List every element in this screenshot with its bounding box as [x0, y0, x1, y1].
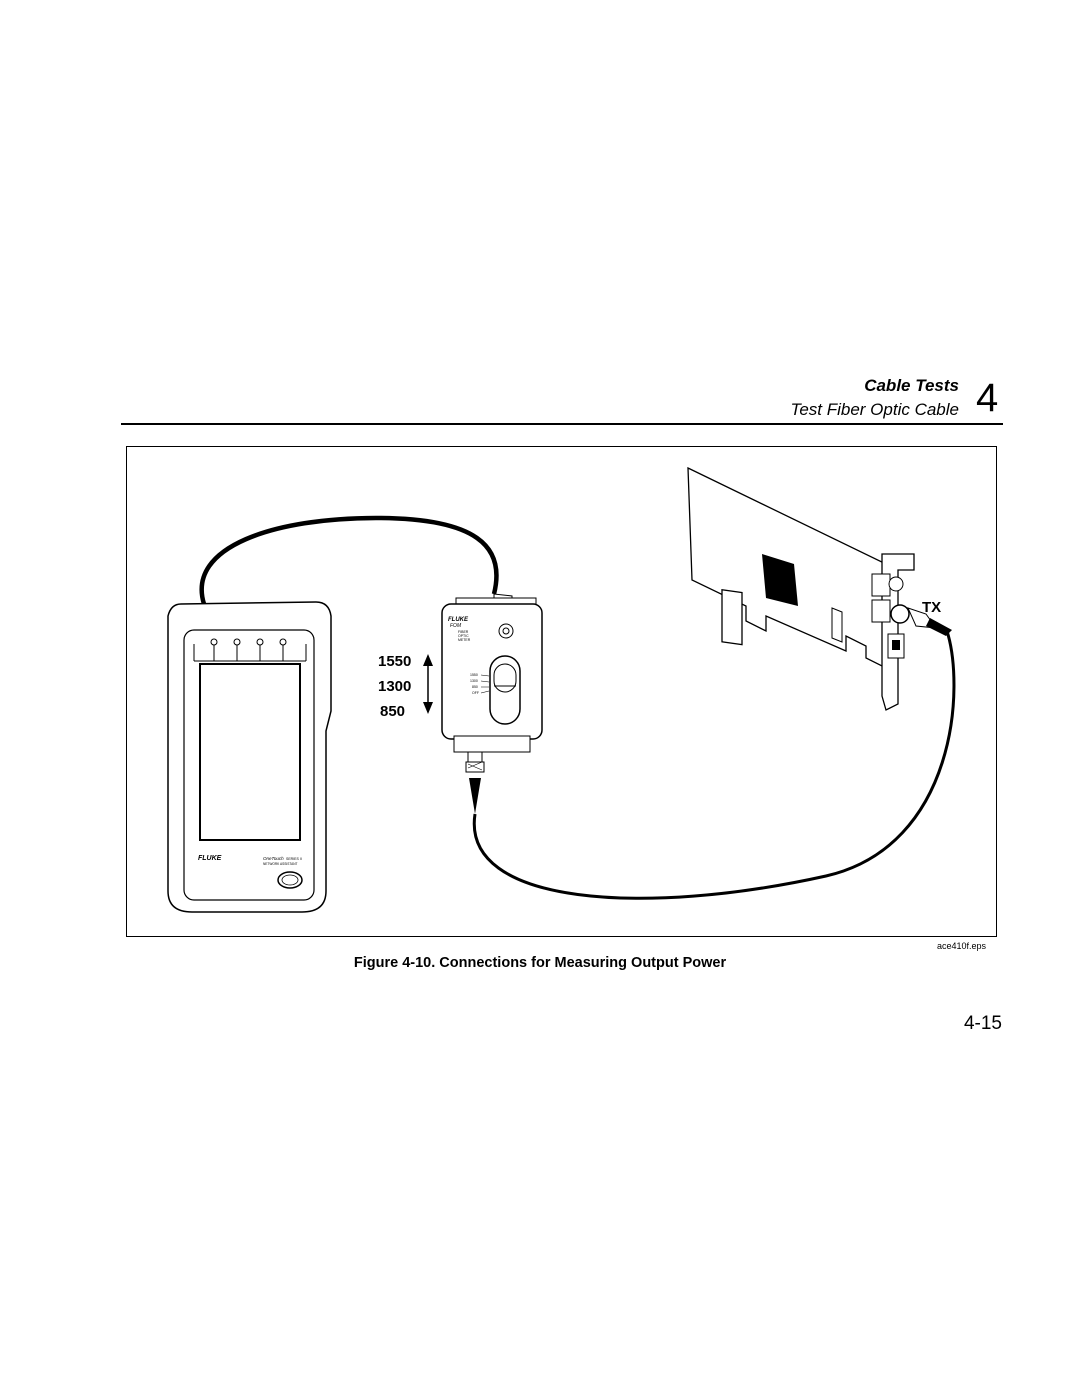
chapter-number: 4	[976, 376, 999, 420]
connector-ports-row	[194, 638, 306, 662]
analyzer-screen	[199, 663, 301, 841]
wavelength-label: 1300	[378, 678, 411, 695]
header-rule	[121, 423, 1003, 425]
fiber-cable	[472, 627, 956, 900]
figure-frame	[126, 446, 997, 937]
meter-desc-label: FIBER	[458, 630, 469, 634]
meter-model-label: FOM	[450, 623, 462, 629]
network-interface-card	[687, 466, 952, 711]
analyzer-desc-label: NETWORK ASSISTANT	[263, 862, 298, 866]
arrow-up-icon	[423, 654, 433, 666]
meter-desc-label: METER	[458, 638, 471, 642]
section-subtitle: Test Fiber Optic Cable	[790, 400, 960, 419]
meter-selector-switch	[493, 663, 517, 693]
tx-port	[890, 604, 910, 624]
switch-position-label: OFF	[472, 691, 479, 695]
switch-position-label: 1300	[470, 679, 478, 683]
switch-position-label: 850	[472, 685, 478, 689]
analyzer-series-label: SERIES II	[286, 857, 302, 861]
tx-label: TX	[922, 599, 941, 616]
wavelength-label: 850	[380, 703, 405, 720]
page-number: 4-15	[963, 1013, 1002, 1034]
wavelength-selector-labels: 1550 1300 850	[378, 653, 433, 720]
analyzer-product-name: OneTouch	[263, 856, 284, 861]
analyzer-to-meter-cable	[199, 515, 499, 605]
figure-caption: Figure 4-10. Connections for Measuring O…	[353, 955, 727, 971]
meter-desc-label: OPTIC	[458, 634, 469, 638]
meter-brand-logo: FLUKE	[448, 617, 469, 623]
arrow-down-icon	[423, 702, 433, 714]
fiber-boot	[469, 778, 481, 814]
analyzer-brand-logo: FLUKE	[198, 855, 222, 862]
switch-position-label: 1550	[470, 673, 478, 677]
section-title: Cable Tests	[864, 376, 959, 395]
figure-file-label: ace410f.eps	[937, 941, 987, 951]
figure-illustration: FLUKE OneTouch SERIES II NETWORK ASSISTA…	[167, 466, 956, 913]
network-analyzer: FLUKE OneTouch SERIES II NETWORK ASSISTA…	[167, 601, 332, 913]
wavelength-label: 1550	[378, 653, 411, 670]
fiber-optic-meter: FLUKE FOM FIBER OPTIC METER 1550 1300 85…	[441, 593, 543, 814]
